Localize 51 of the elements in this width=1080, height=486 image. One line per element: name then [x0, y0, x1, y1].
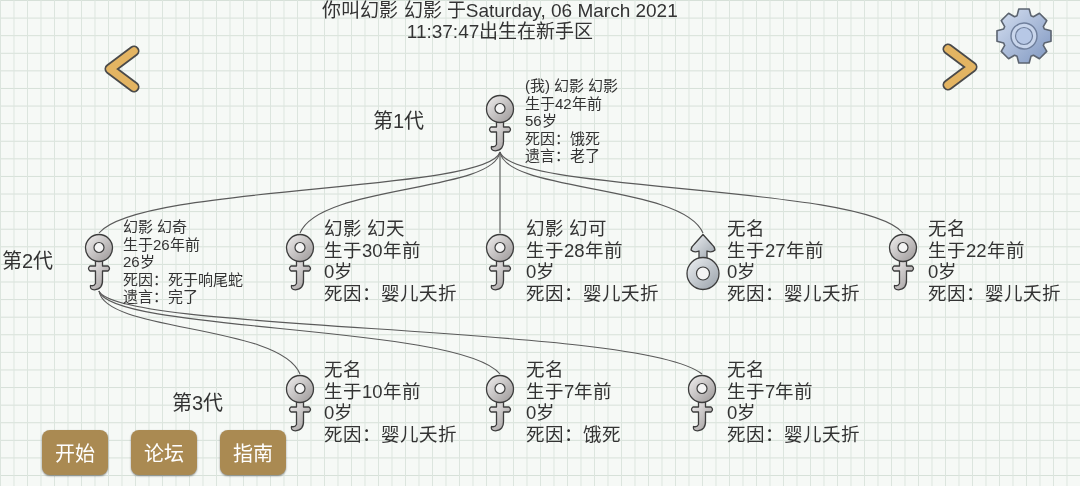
cause-of-death-text: 死因：婴儿夭折	[727, 423, 860, 445]
person-name: 幻影 幻可	[526, 218, 608, 240]
generation-label: 第3代	[172, 392, 224, 415]
connector-line	[98, 151, 501, 234]
age-text: 0岁	[928, 261, 958, 283]
last-words-text: 遗言：老了	[525, 147, 600, 165]
cause-of-death-text: 死因：饿死	[526, 423, 621, 445]
birth-text: 生于7年前	[727, 380, 814, 402]
person-name: 无名	[727, 218, 765, 240]
birth-text: 生于30年前	[324, 239, 421, 261]
title-text: 你叫幻影 幻影 于Saturday, 06 March 2021 11:37:47出生在新手区	[321, 0, 679, 42]
cause-of-death-text: 死因：婴儿夭折	[727, 282, 860, 304]
birth-text: 生于28年前	[526, 239, 623, 261]
connector-line	[499, 151, 704, 234]
age-text: 0岁	[324, 402, 354, 424]
connector-line	[499, 151, 904, 234]
birth-text: 生于7年前	[526, 380, 613, 402]
age-text: 0岁	[324, 261, 354, 283]
birth-text: 生于10年前	[324, 380, 421, 402]
age-text: 0岁	[526, 261, 556, 283]
person-name: (我) 幻影 幻影	[525, 77, 619, 95]
cause-of-death-text: 死因：饿死	[525, 129, 600, 148]
person-name: 无名	[727, 359, 765, 381]
generation-label: 第1代	[373, 110, 425, 133]
person-name: 幻影 幻天	[324, 218, 406, 240]
person-name: 无名	[928, 218, 966, 240]
person-name: 无名	[526, 359, 564, 381]
connector-line	[98, 290, 301, 375]
cause-of-death-text: 死因：婴儿夭折	[324, 423, 457, 445]
age-text: 26岁	[123, 253, 155, 271]
age-text: 56岁	[525, 112, 557, 130]
birth-text: 生于27年前	[727, 239, 824, 261]
start-button: 开始	[42, 430, 108, 475]
forum-button: 论坛	[131, 430, 197, 475]
birth-text: 生于26年前	[123, 235, 200, 254]
person-name: 幻影 幻奇	[123, 218, 188, 236]
cause-of-death-text: 死因：婴儿夭折	[928, 282, 1061, 304]
age-text: 0岁	[526, 402, 556, 424]
generation-label: 第2代	[2, 250, 54, 273]
connector-line	[499, 151, 501, 234]
age-text: 0岁	[727, 261, 757, 283]
guide-button: 指南	[220, 430, 286, 475]
cause-of-death-text: 死因：死于响尾蛇	[123, 270, 243, 289]
age-text: 0岁	[727, 402, 757, 424]
connector-line	[98, 290, 703, 375]
birth-text: 生于22年前	[928, 239, 1025, 261]
birth-text: 生于42年前	[525, 94, 602, 113]
last-words-text: 遗言：完了	[123, 288, 198, 306]
cause-of-death-text: 死因：婴儿夭折	[324, 282, 457, 304]
person-name: 无名	[324, 359, 362, 381]
cause-of-death-text: 死因：婴儿夭折	[526, 282, 659, 304]
